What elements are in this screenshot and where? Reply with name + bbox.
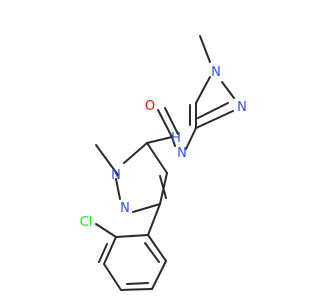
- bond-ph-6: [147, 234, 167, 262]
- bond-pzb-c5-n1: [195, 76, 211, 104]
- pyrazole-b-n2-label: N: [237, 100, 247, 115]
- bond-ph-2: [103, 236, 117, 265]
- bond-pzb-n2-c3-inner: [197, 102, 229, 119]
- oxygen-label: O: [145, 99, 155, 114]
- bond-ph-3: [103, 263, 122, 291]
- bond-c5-carbonyl: [146, 136, 173, 144]
- pyrazole-b-n1-label: N: [211, 65, 221, 80]
- bond-c-n-amide: [171, 136, 176, 147]
- bond-ph-6-inner: [144, 242, 160, 263]
- amide-n-label: N: [177, 146, 187, 161]
- bond-n1-methyl: [95, 144, 119, 176]
- bond-c3-c4-inner: [159, 175, 167, 199]
- bonds: [95, 35, 235, 291]
- bond-ph-cl: [95, 223, 117, 238]
- bond-ph-4-inner: [126, 282, 149, 285]
- bond-pzb-n2-c3: [195, 110, 234, 129]
- bond-ph-2-inner: [98, 243, 108, 263]
- molecule-diagram: O N H N N N N Cl: [80, 35, 247, 291]
- bond-c3-phenyl: [147, 203, 161, 236]
- bond-n2-c3: [132, 203, 161, 213]
- pyrazole-n1-label: N: [111, 168, 121, 183]
- bond-pzb-n1-methyl: [199, 35, 211, 63]
- pyrazole-n2-label: N: [120, 201, 130, 216]
- bond-co-2: [164, 107, 179, 135]
- bond-pzb-n1-n2: [221, 81, 235, 99]
- bond-ph-4: [120, 288, 153, 291]
- bond-c5-n1: [123, 142, 148, 164]
- bond-n1-n2: [115, 178, 121, 200]
- chlorine-label: Cl: [80, 215, 93, 230]
- bond-amide-n-c4: [185, 127, 197, 150]
- molecule-svg: O N H N N N N Cl: [80, 35, 247, 291]
- amide-h-label: H: [171, 131, 181, 146]
- bond-ph-1: [115, 234, 149, 238]
- bond-c4-c5: [146, 142, 168, 174]
- bond-co-1: [157, 109, 173, 138]
- bond-ph-5: [151, 260, 167, 290]
